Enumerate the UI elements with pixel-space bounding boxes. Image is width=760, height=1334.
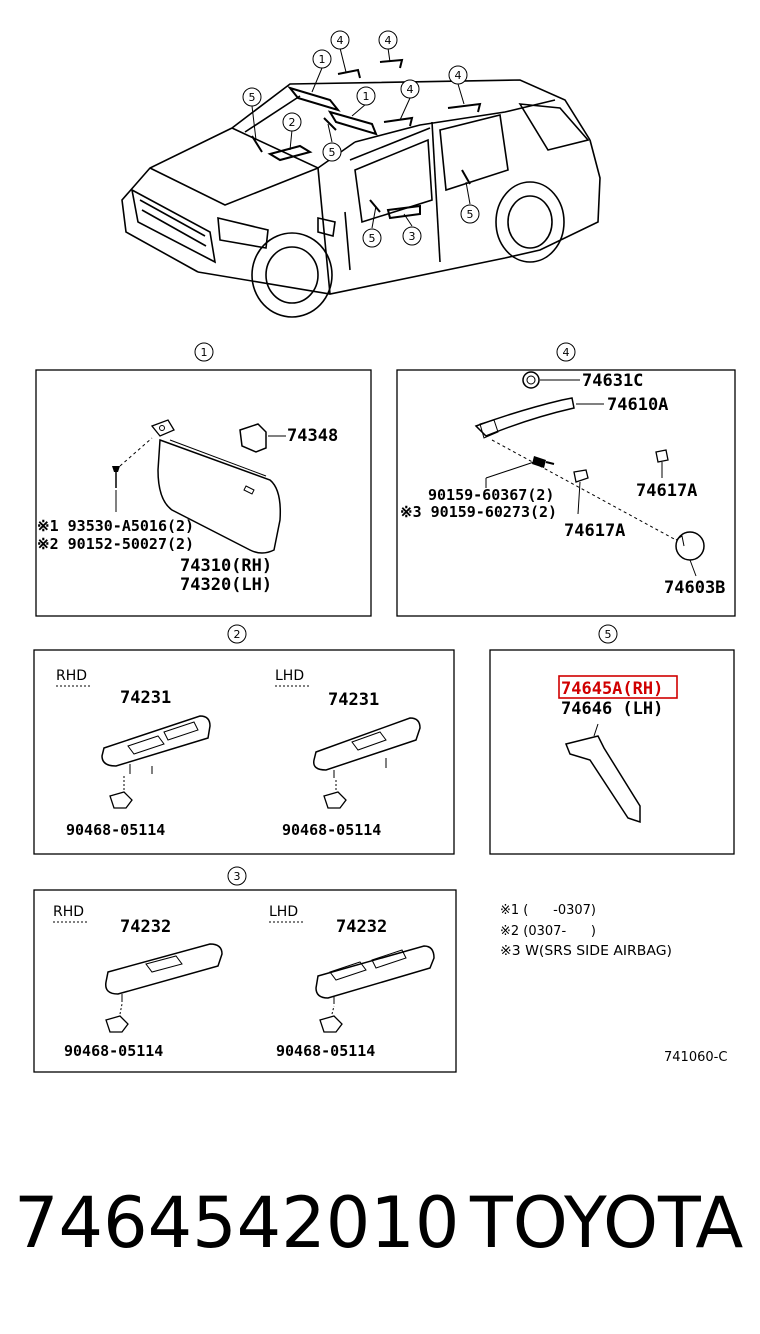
variant-label: LHD (275, 668, 304, 684)
panel-3: 3 RHD LHD 74232 74232 90468-05114 90468-… (33, 866, 457, 1073)
callout-number: 4 (385, 34, 392, 47)
part-label: ※3 90159-60273(2) (400, 503, 557, 521)
part-label: 74617A (636, 481, 697, 501)
brand-name: TOYOTA (470, 1182, 744, 1264)
part-label: ※1 93530-A5016(2) (37, 517, 194, 535)
bolt-icon (532, 456, 546, 468)
panel-callout-circle (227, 624, 247, 644)
assist-grip-shape (474, 397, 575, 437)
sun-visor-shape (157, 438, 282, 554)
part-label: 74348 (287, 426, 338, 446)
vehicle-callout-numbers: 4 4 1 1 4 4 5 2 5 5 3 5 (249, 34, 474, 245)
callout-number: 1 (363, 90, 370, 103)
clip-icon (109, 791, 133, 809)
part-label: 90468-05114 (66, 821, 165, 839)
panel-callout-number: 3 (234, 870, 241, 883)
callout-number: 3 (409, 230, 416, 243)
variant-label: RHD (56, 668, 87, 684)
part-label: 74646 (LH) (561, 699, 663, 719)
part-number: 7464542010 (14, 1182, 460, 1264)
screw-icon (112, 466, 120, 472)
part-label: 74610A (607, 395, 668, 415)
room-lamp-lhd-shape (315, 945, 435, 999)
highlighted-part-label: 74645A(RH) (561, 679, 663, 699)
panel-frame (35, 369, 372, 617)
part-label: 90468-05114 (276, 1042, 375, 1060)
diagram-code: 741060-C (664, 1050, 727, 1065)
part-label: 90159-60367(2) (428, 486, 554, 504)
panel-2: 2 RHD LHD 74231 74231 90468-05114 90468-… (33, 624, 455, 855)
part-label: 90468-05114 (64, 1042, 163, 1060)
part-label: 74617A (564, 521, 625, 541)
round-cover-icon (675, 531, 705, 561)
clip-icon (323, 791, 347, 809)
panel-callout-circle (556, 342, 576, 362)
part-label: 90468-05114 (282, 821, 381, 839)
footnote: ※3 W(SRS SIDE AIRBAG) (500, 944, 672, 959)
panel-frame (33, 649, 455, 855)
highlight-box (558, 675, 678, 699)
clip-icon (105, 1015, 129, 1033)
part-label: 74231 (120, 688, 171, 708)
clip-icon (319, 1015, 343, 1033)
panel-callout-circle (194, 342, 214, 362)
clip-icon (573, 469, 589, 483)
footnote: ※1 ( -0307) (500, 903, 596, 918)
callout-number: 4 (407, 83, 414, 96)
panel-callout-number: 1 (201, 346, 208, 359)
room-lamp-rhd-shape (105, 943, 223, 995)
callout-number: 4 (455, 69, 462, 82)
callout-number: 1 (319, 53, 326, 66)
callout-number: 5 (249, 91, 256, 104)
panel-frame (489, 649, 735, 855)
panel-callout-number: 5 (605, 628, 612, 641)
panel-callout-number: 2 (234, 628, 241, 641)
part-label: 74631C (582, 371, 643, 391)
clip-icon (655, 449, 669, 463)
variant-label: RHD (53, 904, 84, 920)
panel-callout-number: 4 (563, 346, 570, 359)
callout-number: 4 (337, 34, 344, 47)
panel-1: 1 74348 ※1 93530-A5016(2) ※2 90152-50027… (35, 342, 372, 617)
footnote: ※2 (0307- ) (500, 924, 596, 939)
panel-frame (396, 369, 736, 617)
part-label: 74310(RH) (180, 556, 272, 576)
room-lamp-lhd-shape (313, 717, 421, 771)
pillar-garnish-shape (564, 735, 641, 824)
panel-frame (33, 889, 457, 1073)
panel-callout-circle (227, 866, 247, 886)
callout-number: 5 (329, 146, 336, 159)
callout-number: 5 (467, 208, 474, 221)
part-label: 74232 (336, 917, 387, 937)
callout-leaders (251, 47, 471, 229)
panel-callout-circle (598, 624, 618, 644)
part-label: 74231 (328, 690, 379, 710)
panel-4: 4 74631C 74610A 74617A 90159-60367(2) ※3… (396, 342, 736, 617)
panel-5: 5 74645A(RH) 74646 (LH) (489, 624, 735, 855)
part-label: 74320(LH) (180, 575, 272, 595)
cap-icon (522, 371, 540, 389)
visor-hinge (150, 419, 175, 437)
footnotes: ※1 ( -0307) ※2 (0307- ) ※3 W(SRS SIDE AI… (500, 903, 727, 1065)
visor-holder (239, 423, 267, 453)
part-label: 74232 (120, 917, 171, 937)
room-lamp-rhd-shape (101, 715, 211, 767)
part-label: ※2 90152-50027(2) (37, 535, 194, 553)
vehicle-illustration (121, 58, 601, 318)
callout-number: 5 (369, 232, 376, 245)
callout-number: 2 (289, 116, 296, 129)
vehicle-callouts (242, 30, 480, 248)
variant-label: LHD (269, 904, 298, 920)
part-label: 74603B (664, 578, 725, 598)
